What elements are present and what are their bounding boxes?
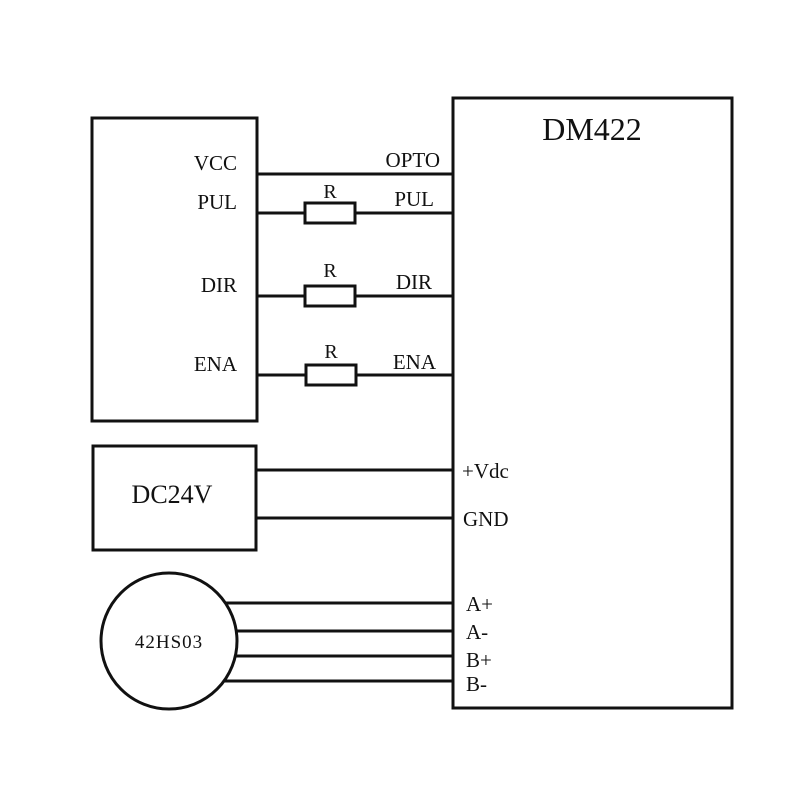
driver-pin-label-dir: DIR	[396, 270, 432, 294]
resistor-dir	[303, 284, 357, 308]
resistor-label-ena: R	[324, 341, 338, 363]
resistor-label-dir: R	[323, 260, 337, 282]
resistor-pul	[303, 201, 357, 225]
driver-title: DM422	[542, 111, 642, 147]
resistor-ena	[304, 363, 358, 387]
driver-pin-label-opto: OPTO	[386, 148, 440, 172]
driver-pin-label-b-minus: B-	[466, 672, 487, 696]
controller-box	[90, 116, 259, 423]
driver-pin-label-ena: ENA	[393, 350, 437, 374]
controller-pin-label-pul: PUL	[197, 190, 237, 214]
driver-pin-label-pul: PUL	[394, 187, 434, 211]
driver-pin-label-a-plus: A+	[466, 592, 493, 616]
controller-pin-label-ena: ENA	[194, 352, 238, 376]
power-supply-box	[91, 444, 258, 552]
motor-circle	[99, 571, 239, 711]
driver-box	[451, 96, 734, 710]
driver-pin-label-vdc: +Vdc	[462, 459, 509, 483]
driver-pin-label-b-plus: B+	[466, 648, 492, 672]
controller-pin-label-vcc: VCC	[194, 151, 237, 175]
driver-pin-label-gnd: GND	[463, 507, 509, 531]
driver-pin-label-a-minus: A-	[466, 620, 488, 644]
resistor-label-pul: R	[323, 181, 337, 203]
power-supply-label: DC24V	[132, 480, 213, 509]
motor-label: 42HS03	[135, 632, 203, 653]
controller-pin-label-dir: DIR	[201, 273, 237, 297]
